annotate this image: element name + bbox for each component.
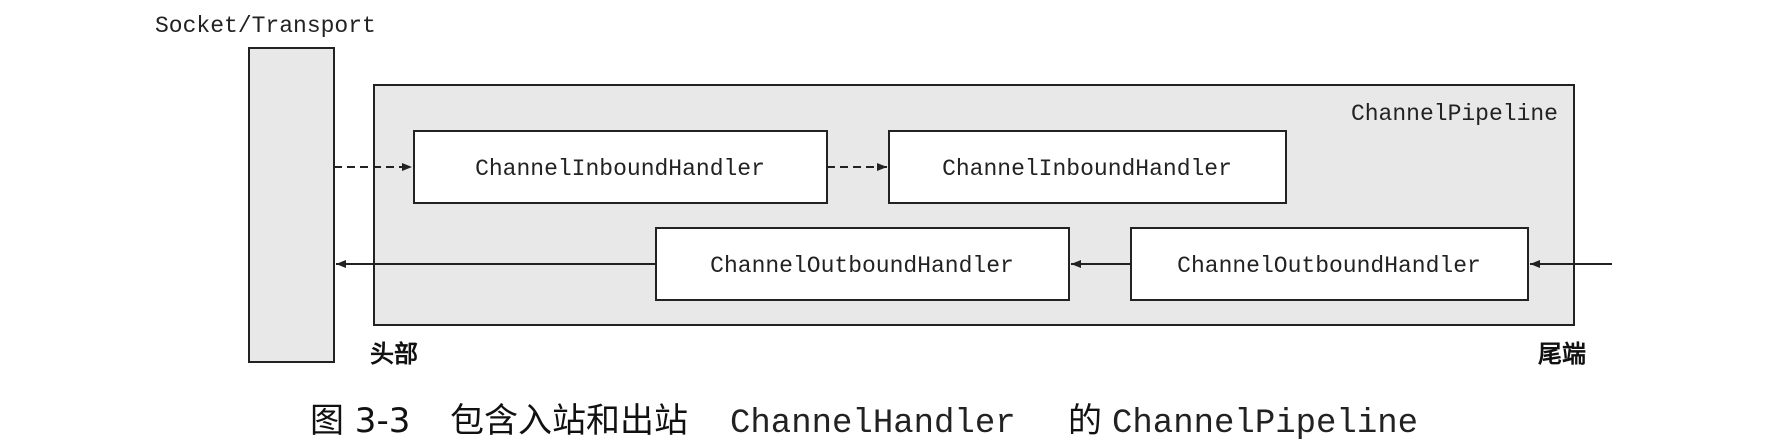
tail-label: 尾端 [1538, 340, 1586, 368]
caption-code-2: ChannelPipeline [1112, 405, 1418, 441]
outbound-handler-label-1: ChannelOutboundHandler [710, 253, 1014, 279]
inbound-handler-label-1: ChannelInboundHandler [475, 156, 765, 182]
outbound-handler-label-2: ChannelOutboundHandler [1177, 253, 1481, 279]
socket-transport-box [248, 47, 335, 363]
caption-number: 图 3-3 [310, 401, 410, 441]
caption-text-2: 的 [1068, 401, 1102, 441]
figure-caption: 图 3-3 包含入站和出站 ChannelHandler 的 ChannelPi… [310, 401, 1418, 441]
head-label: 头部 [370, 340, 418, 368]
channel-pipeline-label: ChannelPipeline [1351, 101, 1558, 127]
inbound-handler-label-2: ChannelInboundHandler [942, 156, 1232, 182]
caption-text-1: 包含入站和出站 [450, 401, 688, 441]
socket-transport-label: Socket/Transport [155, 13, 376, 39]
inbound-handler-box-1 [413, 130, 828, 204]
caption-code-1: ChannelHandler [730, 405, 1016, 441]
outbound-handler-box-2 [1130, 227, 1529, 301]
inbound-handler-box-2 [888, 130, 1287, 204]
outbound-handler-box-1 [655, 227, 1070, 301]
